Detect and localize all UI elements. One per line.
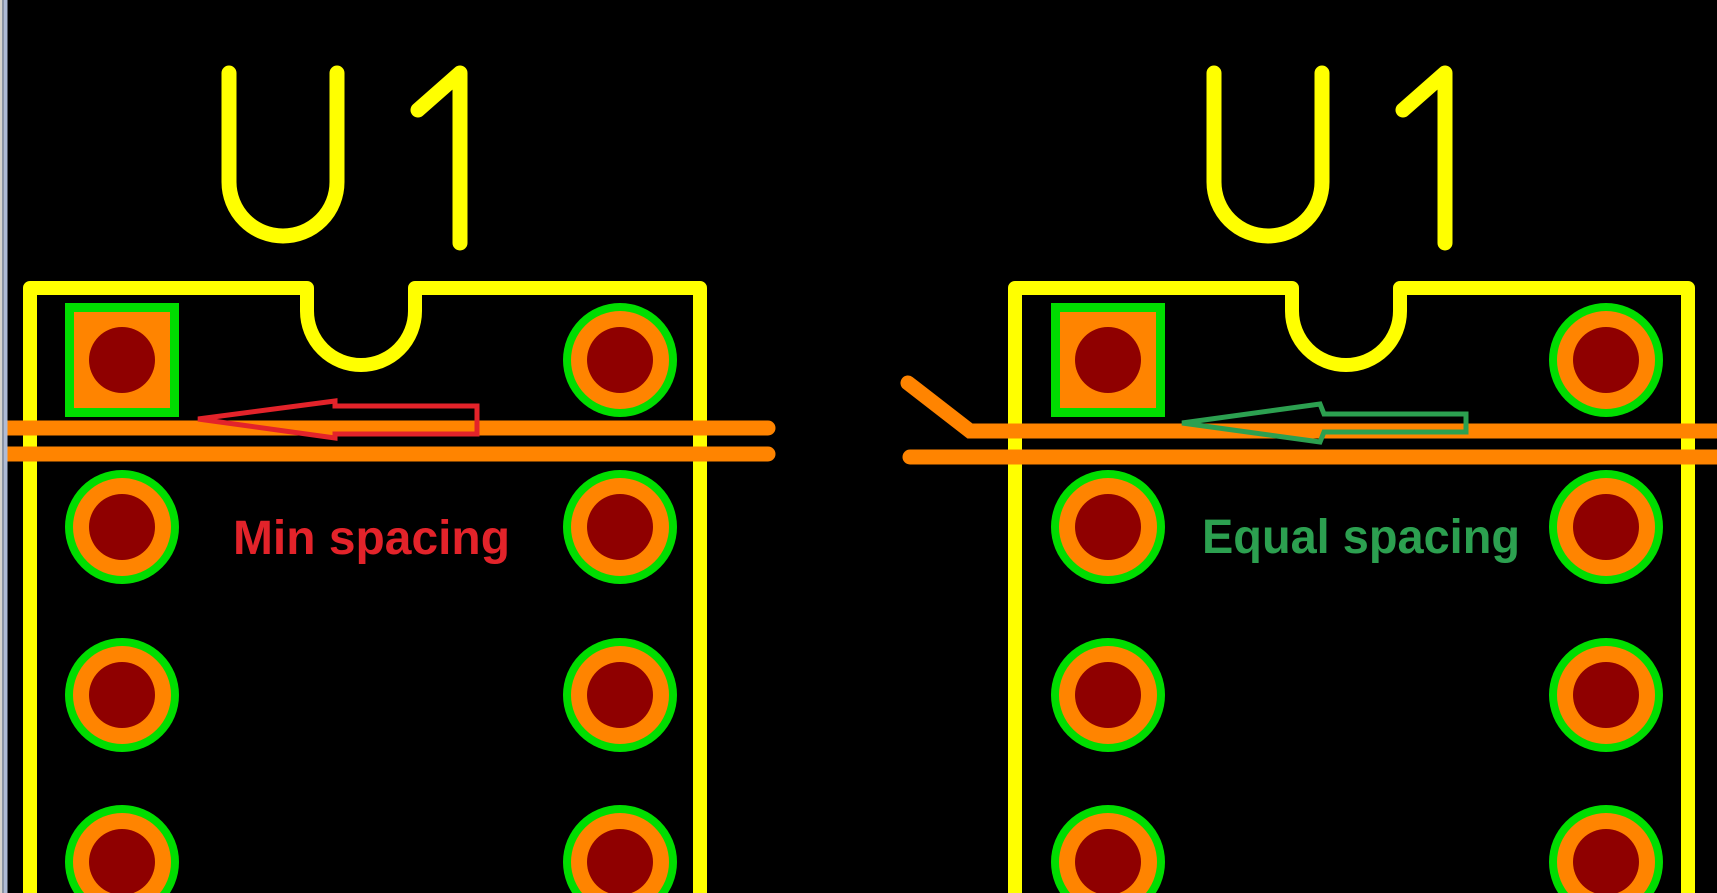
pad-right-pin6[interactable] <box>1549 638 1663 752</box>
refdes-left-text[interactable] <box>221 65 468 251</box>
refdes-right-glyph-U <box>1206 65 1330 244</box>
footprint-right-outline[interactable] <box>1008 281 1695 893</box>
equal-spacing-label[interactable]: Equal spacing <box>1202 511 1520 564</box>
pad-right-pin3[interactable] <box>1051 638 1165 752</box>
refdes-left-glyph-U <box>221 65 345 244</box>
pad-right-pin2[interactable] <box>1051 470 1165 584</box>
pad-left-pin2[interactable] <box>65 470 179 584</box>
scrollbar-edge[interactable] <box>0 0 8 893</box>
pad-right-pin1[interactable] <box>1051 303 1165 417</box>
pad-right-pin7[interactable] <box>1549 470 1663 584</box>
scrollbar-edge-track <box>4 0 8 893</box>
footprint-left-outline[interactable] <box>23 281 707 893</box>
pad-left-pin6[interactable] <box>563 638 677 752</box>
scrollbar-edge-line <box>2 0 4 893</box>
trace-right-1[interactable] <box>900 375 1717 439</box>
pad-left-pin3[interactable] <box>65 638 179 752</box>
min-spacing-label[interactable]: Min spacing <box>233 512 510 565</box>
pad-right-pin8[interactable] <box>1549 303 1663 417</box>
refdes-right-glyph-1 <box>1395 65 1453 251</box>
footprint-left[interactable] <box>23 65 707 893</box>
scrollbar-edge-highlight <box>0 0 2 893</box>
min-spacing-arrow[interactable] <box>197 398 480 441</box>
pad-left-pin8[interactable] <box>563 303 677 417</box>
footprint-right[interactable] <box>1008 65 1695 893</box>
equal-spacing-arrow[interactable] <box>1181 401 1469 445</box>
pad-left-pin1[interactable] <box>65 303 179 417</box>
refdes-right-text[interactable] <box>1206 65 1453 251</box>
pad-left-pin7[interactable] <box>563 470 677 584</box>
refdes-left-glyph-1 <box>410 65 468 251</box>
